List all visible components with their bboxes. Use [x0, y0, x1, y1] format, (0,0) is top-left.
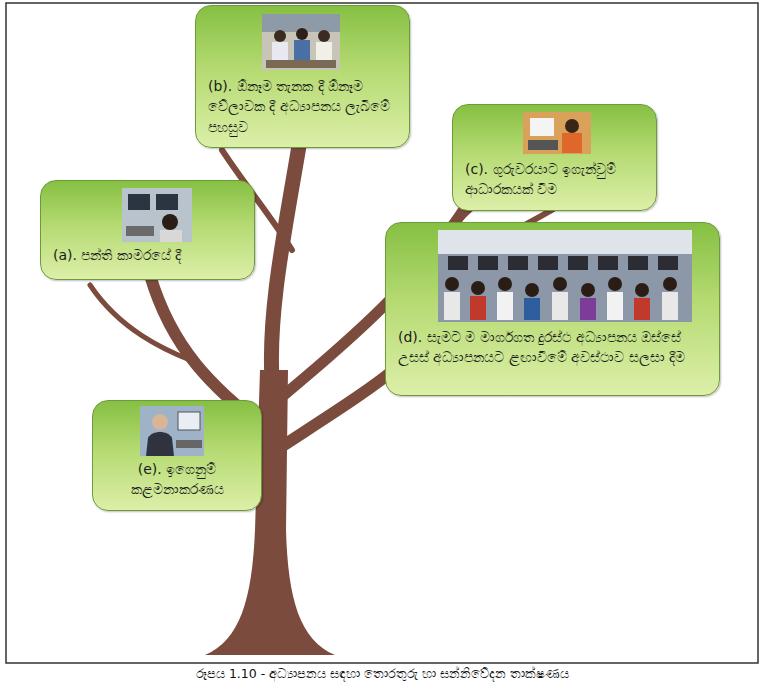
computer-lab-photo-part-part	[607, 292, 623, 320]
classroom-photo-part	[274, 30, 286, 42]
classroom-computer-photo-part	[162, 214, 178, 230]
classroom-photo-part	[296, 28, 308, 40]
computer-lab-photo-part-part	[581, 283, 595, 297]
classroom-computer-photo-part	[156, 194, 178, 210]
computer-lab-photo-part-part	[634, 298, 650, 320]
computer-lab-photo-part-part	[444, 292, 460, 320]
computer-lab-photo-part-part	[478, 256, 498, 270]
box-text: (c). ගුරුවරයාට ඉගැන්වුම් ආධාරකයක් වීම	[465, 159, 644, 200]
classroom-computer-photo-part	[126, 226, 154, 236]
teacher-photo-part	[523, 112, 591, 154]
computer-lab-photo-part-part	[525, 283, 539, 297]
computer-lab-photo-part-part	[628, 256, 648, 270]
teacher-photo	[523, 112, 591, 154]
computer-lab-photo-part-part	[445, 277, 459, 291]
administrator-photo	[140, 406, 204, 456]
classroom-photo	[262, 14, 340, 70]
computer-lab-photo-part-part	[508, 256, 528, 270]
computer-lab-photo-part-part	[552, 292, 568, 320]
classroom-computer-photo-part	[128, 194, 150, 210]
tree-branches-part	[284, 365, 400, 445]
computer-lab-photo-part-part	[448, 256, 468, 270]
classroom-photo-part	[262, 14, 340, 32]
tree-branches-part	[271, 140, 300, 380]
computer-lab-photo-part-part	[524, 298, 540, 320]
classroom-photo-part	[318, 30, 330, 42]
administrator-photo-part	[176, 440, 202, 448]
computer-lab-photo-part-part	[658, 256, 678, 270]
computer-lab-photo-part-part	[553, 277, 567, 291]
computer-lab-photo-part	[438, 230, 692, 254]
computer-lab-photo-part-part	[471, 281, 485, 295]
box-text: (d). සැමට ම මාර්ගගත දුරස්ථ අධ්‍යාපනය ඔස්…	[398, 327, 707, 368]
box-text: (b). ඕනෑම තැනක දී ඕනෑම වේලාවක දී අධ්‍යාප…	[208, 76, 397, 137]
computer-lab-photo-part-part	[635, 283, 649, 297]
classroom-photo-part	[316, 42, 332, 64]
teacher-photo-part	[562, 133, 582, 153]
branch-box: (e). ඉගෙනුම් කළමනාකරණය	[92, 400, 262, 511]
computer-lab-photo-part	[444, 292, 678, 320]
computer-lab-photo-part	[445, 277, 677, 297]
administrator-photo-part	[152, 414, 168, 430]
computer-lab-photo-part-part	[608, 277, 622, 291]
classroom-computer-photo	[122, 188, 192, 242]
computer-lab-photo-part-part	[580, 298, 596, 320]
computer-lab-photo-part-part	[598, 256, 618, 270]
classroom-photo-part	[262, 14, 340, 70]
classroom-photo-part	[294, 40, 310, 64]
classroom-photo-part	[266, 60, 336, 68]
administrator-photo-part	[178, 412, 200, 430]
computer-lab-photo-part-part	[497, 292, 513, 320]
box-text: (a). පන්ති කාමරයේ දී	[53, 245, 242, 265]
computer-lab-photo-part-part	[568, 256, 588, 270]
figure-caption: රූපය 1.10 - අධ්‍යාපනය සඳහා තොරතුරු හා සන…	[0, 666, 765, 682]
branch-box: (a). පන්ති කාමරයේ දී	[40, 180, 255, 280]
computer-lab-photo-part-part	[663, 277, 677, 291]
administrator-photo-part	[140, 406, 204, 456]
computer-lab-photo-part-part	[498, 277, 512, 291]
computer-lab-photo-part	[438, 230, 692, 322]
branch-box: (d). සැමට ම මාර්ගගත දුරස්ථ අධ්‍යාපනය ඔස්…	[385, 222, 720, 396]
computer-lab-photo-part-part	[662, 292, 678, 320]
tree-branches-part	[90, 285, 190, 360]
computer-lab-photo	[438, 230, 692, 322]
computer-lab-photo-part-part	[538, 256, 558, 270]
teacher-photo-part	[528, 140, 558, 150]
classroom-computer-photo-part	[122, 188, 192, 242]
computer-lab-photo-part-part	[470, 296, 486, 320]
computer-lab-photo-part	[448, 256, 678, 270]
classroom-computer-photo-part	[160, 230, 182, 242]
classroom-photo-part	[272, 42, 288, 64]
administrator-photo-part	[146, 432, 174, 456]
teacher-photo-part	[565, 119, 579, 133]
box-text: (e). ඉගෙනුම් කළමනාකරණය	[105, 459, 249, 500]
figure-frame	[6, 3, 758, 663]
branch-box: (c). ගුරුවරයාට ඉගැන්වුම් ආධාරකයක් වීම	[452, 104, 657, 211]
branch-box: (b). ඕනෑම තැනක දී ඕනෑම වේලාවක දී අධ්‍යාප…	[195, 5, 410, 148]
teacher-photo-part	[530, 118, 554, 136]
